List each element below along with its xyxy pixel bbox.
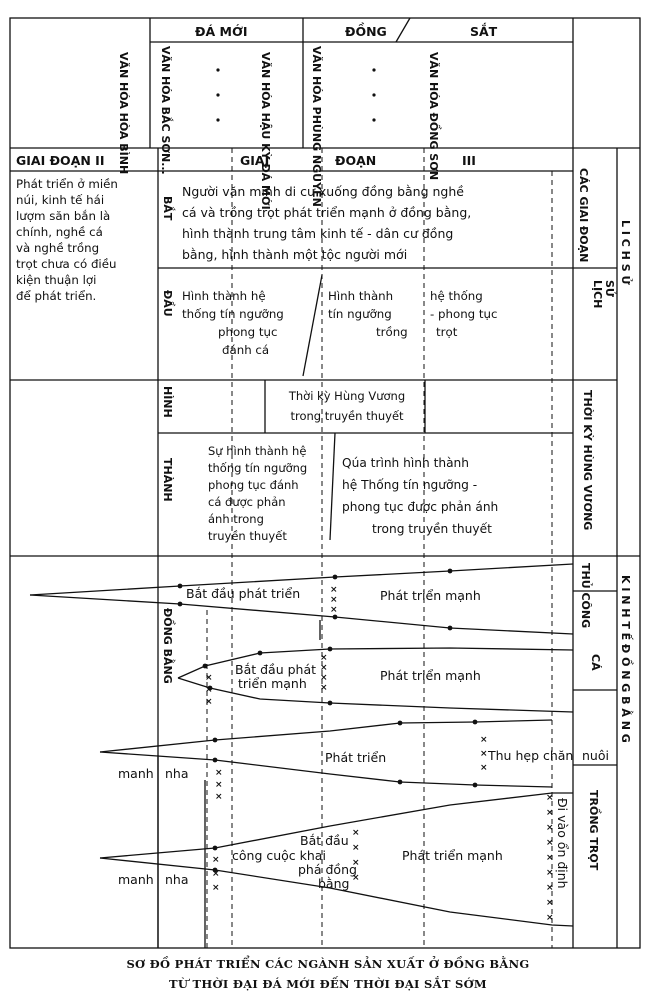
label-lich-su: L I C H S Ử	[619, 220, 633, 285]
label-trien-manh: triển mạnh	[238, 676, 307, 691]
label-thanh: THÀNH	[161, 458, 174, 502]
label-dong: ĐỒNG	[345, 22, 387, 39]
hung-vuong-legend: Thời kỳ Hùng Vương trong truyền thuyết	[288, 389, 406, 423]
svg-text:×: ×	[546, 823, 554, 833]
label-cong-cuoc-khai: công cuộc khai	[232, 848, 326, 863]
outer-frame	[9, 17, 641, 949]
economy-points	[177, 568, 478, 873]
culture-phung-nguyen: VĂN HÓA PHÙNG NGUYÊN	[310, 46, 323, 207]
label-sat: SẮT	[470, 23, 498, 39]
label-nuoi: nuôi	[582, 748, 609, 763]
label-phat-trien: Phát triển	[325, 750, 386, 765]
header-dots	[216, 68, 376, 122]
label-phat-trien-manh-2: Phát triển mạnh	[380, 668, 481, 683]
svg-text:×: ×	[546, 868, 554, 878]
label-thu-hep-chan: Thu hẹp chăn	[487, 748, 573, 763]
culture-hau-ky-da-moi: VĂN HÓA HẬU KỲ ĐÁ MỚI	[259, 52, 272, 210]
svg-text:×: ×	[480, 749, 488, 759]
hinh-thanh-farming: Qúa trình hình thành hệ Thống tín ngưỡng…	[342, 456, 499, 536]
svg-text:×: ×	[546, 898, 554, 908]
label-bat-dau-phat: Bắt đầu phát	[235, 662, 316, 677]
svg-text:×: ×	[330, 605, 338, 615]
label-trong-trot: TRỒNG TRỌT	[587, 790, 602, 871]
svg-text:×: ×	[212, 883, 220, 893]
svg-text:×: ×	[205, 673, 213, 683]
label-cac-giai-doan: CÁC GIAI ĐOẠN	[577, 168, 590, 262]
bat-dau-description: Người văn minh di cư xuống đồng bằng ngh…	[182, 184, 472, 262]
svg-text:×: ×	[546, 793, 554, 803]
svg-text:×: ×	[212, 869, 220, 879]
svg-text:×: ×	[352, 843, 360, 853]
label-giai-doan-2: GIAI ĐOẠN II	[16, 153, 104, 168]
label-thu-cong: THỦ CÔNG	[579, 563, 593, 628]
hinh-thanh-fishing: Sự hình thành hệ thống tín ngưỡng phong …	[208, 444, 308, 543]
label-bang: bằng	[318, 876, 349, 891]
label-hinh: HÌNH	[161, 386, 174, 418]
svg-text:×: ×	[212, 855, 220, 865]
caption-line-2: TỪ THỜI ĐẠI ĐÁ MỚI ĐẾN THỜI ĐẠI SẮT SỚM	[169, 977, 487, 991]
svg-text:×: ×	[480, 763, 488, 773]
label-thoi-ky-hung-vuong: THỜI KỲ HÙNG VƯƠNG	[581, 390, 594, 530]
svg-text:×: ×	[320, 653, 328, 663]
label-lich: LỊCH	[591, 280, 604, 308]
label-giai: GIAI	[240, 153, 269, 168]
label-di-vao-on-dinh: Đi vào ổn định	[555, 798, 570, 889]
svg-text:×: ×	[352, 873, 360, 883]
label-doan: ĐOẠN	[335, 153, 376, 168]
svg-text:×: ×	[205, 685, 213, 695]
svg-text:×: ×	[320, 663, 328, 673]
svg-text:×: ×	[320, 683, 328, 693]
label-phat-trien-manh-1: Phát triển mạnh	[380, 588, 481, 603]
label-phat-trien-manh-3: Phát triển mạnh	[402, 848, 503, 863]
label-kinh-te-dong-bang: K I N H T Ế Đ Ồ N G B Ằ N G	[619, 575, 634, 743]
svg-text:×: ×	[215, 768, 223, 778]
caption-line-1: SƠ ĐỒ PHÁT TRIỂN CÁC NGÀNH SẢN XUẤT Ở ĐỒ…	[126, 957, 530, 971]
culture-dong-son: VĂN HÓA ĐỒNG SƠN	[427, 52, 442, 180]
svg-text:×: ×	[352, 828, 360, 838]
belief-farming-a: Hình thành tín ngưỡng trồng	[328, 289, 408, 339]
label-ca: CÁ	[589, 654, 602, 671]
svg-text:×: ×	[480, 735, 488, 745]
label-manh-2: manh	[118, 872, 154, 887]
svg-text:×: ×	[215, 792, 223, 802]
culture-bac-son: VĂN HÓA BẮC SƠN...	[159, 46, 174, 175]
label-iii: III	[462, 153, 476, 168]
culture-hoa-binh: VĂN HÓA HÒA BÌNH	[117, 52, 130, 174]
label-bat-dau-phat-trien: Bắt đầu phát triển	[186, 586, 300, 601]
label-dong-bang: ĐỒNG BẰNG	[161, 608, 176, 684]
label-bat-dau: Bắt đầu	[300, 833, 349, 848]
belief-farming-b: hệ thống - phong tục trọt	[430, 289, 498, 339]
svg-text:×: ×	[205, 697, 213, 707]
svg-text:×: ×	[546, 853, 554, 863]
label-su: SỬ	[603, 280, 617, 298]
label-da-moi: ĐÁ MỚI	[195, 24, 248, 39]
label-dau: ĐẦU	[161, 290, 175, 317]
label-bat: BẮT	[161, 196, 176, 221]
label-nha-2: nha	[165, 872, 189, 887]
svg-text:×: ×	[215, 780, 223, 790]
svg-text:×: ×	[330, 585, 338, 595]
culture-columns: VĂN HÓA HÒA BÌNH VĂN HÓA BẮC SƠN... VĂN …	[117, 46, 442, 210]
svg-text:×: ×	[546, 883, 554, 893]
svg-text:×: ×	[546, 913, 554, 923]
x-marks: ××× ×××× ××× ××× ××× ××× ×××× ×××××××××	[205, 585, 554, 923]
label-manh-1: manh	[118, 766, 154, 781]
svg-text:×: ×	[352, 858, 360, 868]
belief-fishing: Hình thành hệ thống tín ngưỡng phong tục…	[182, 289, 284, 357]
label-nha-1: nha	[165, 766, 189, 781]
svg-text:×: ×	[546, 838, 554, 848]
svg-text:×: ×	[330, 595, 338, 605]
svg-text:×: ×	[320, 673, 328, 683]
label-pha-dong: phá đồng	[298, 862, 357, 877]
svg-text:×: ×	[546, 808, 554, 818]
left-description: Phát triển ở miền núi, kinh tế hái lượm …	[16, 177, 118, 303]
